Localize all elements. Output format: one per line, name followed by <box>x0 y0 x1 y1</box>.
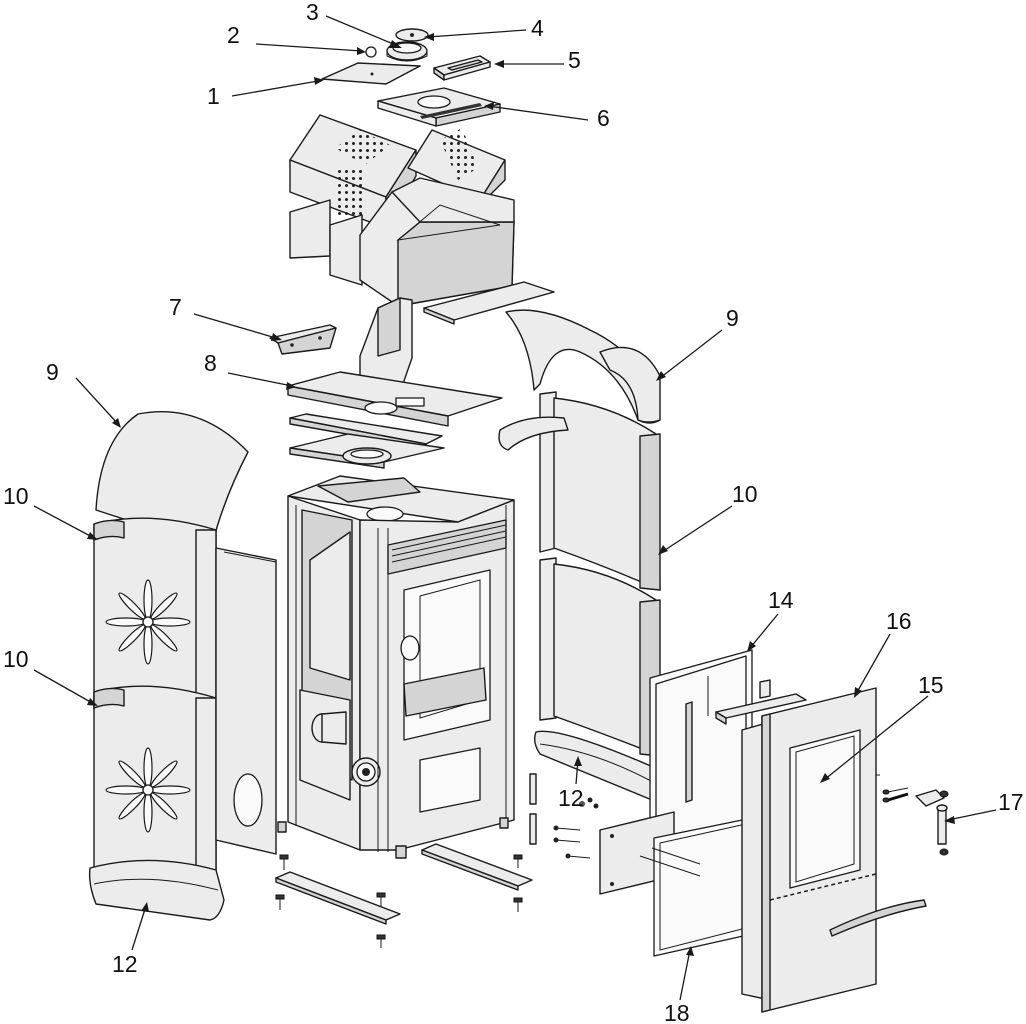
part-convection-hood-right <box>407 128 506 206</box>
callout-5: 5 <box>568 47 581 73</box>
callout-10-right: 10 <box>732 481 758 507</box>
part-glass-gasket <box>639 817 753 957</box>
callout-12-right: 12 <box>558 785 584 811</box>
part-flue-cap <box>395 28 429 42</box>
part-small-knob <box>365 46 377 58</box>
callout-labels: 1 2 3 4 5 6 7 8 9 9 10 10 10 12 12 14 15… <box>3 0 1024 1024</box>
part-main-body <box>277 475 515 859</box>
callout-14: 14 <box>768 587 794 613</box>
callout-17: 17 <box>998 789 1024 815</box>
part-ceramic-panel-right-lower <box>553 563 661 757</box>
callout-7: 7 <box>169 294 182 320</box>
callout-12-left: 12 <box>112 951 138 977</box>
callout-leaders <box>33 15 997 1001</box>
callout-1: 1 <box>207 83 220 109</box>
part-door-frame-inner <box>649 649 753 861</box>
part-screws <box>275 854 523 948</box>
part-cylinder-trim <box>498 416 569 451</box>
part-door-bracket <box>715 679 807 725</box>
callout-9-left: 9 <box>46 359 59 385</box>
callout-2: 2 <box>227 22 240 48</box>
part-side-panel-lower <box>289 199 363 286</box>
part-base-bar-left <box>275 871 401 925</box>
part-pins <box>529 773 599 859</box>
callout-10-left-upper: 10 <box>3 483 29 509</box>
part-top-strip <box>423 281 555 325</box>
part-ceramic-panel-right-upper <box>553 397 661 591</box>
callout-10-left-lower: 10 <box>3 646 29 672</box>
part-baffle-plate <box>287 371 503 427</box>
part-top-frame <box>377 87 501 127</box>
part-top-vent-box <box>433 55 491 81</box>
part-ceramic-panel-left-upper <box>93 517 217 719</box>
part-deflector-bracket <box>269 324 337 355</box>
part-top-cap-right <box>505 309 661 424</box>
callout-8: 8 <box>204 350 217 376</box>
callout-15: 15 <box>918 672 944 698</box>
part-front-door <box>761 687 927 1013</box>
part-side-sheet-left <box>215 547 277 855</box>
callout-18: 18 <box>664 1000 690 1024</box>
callout-9-right: 9 <box>726 305 739 331</box>
part-base-bar-right <box>421 843 533 891</box>
part-flue-duct <box>359 297 413 399</box>
callout-3: 3 <box>306 0 319 25</box>
part-top-cover-plate <box>321 62 421 85</box>
part-base-trim-left <box>88 859 225 921</box>
callout-6: 6 <box>597 105 610 131</box>
part-handle-mechanism <box>882 787 949 856</box>
callout-4: 4 <box>531 15 544 41</box>
part-ceramic-panel-left-lower <box>93 685 217 887</box>
callout-16: 16 <box>886 608 912 634</box>
part-flue-collar <box>342 447 392 465</box>
